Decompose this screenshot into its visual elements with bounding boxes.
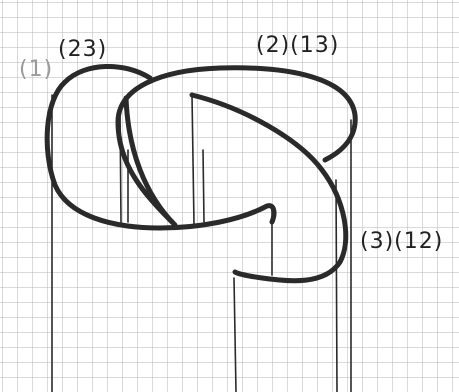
label-1-rest: (23) <box>58 37 107 62</box>
label-2: (2)(13) <box>256 33 339 58</box>
strand-center-2 <box>203 150 204 222</box>
strand-right-inner <box>336 180 337 392</box>
label-1-prefix: (1) <box>19 57 53 82</box>
label-3: (3)(12) <box>360 229 443 254</box>
